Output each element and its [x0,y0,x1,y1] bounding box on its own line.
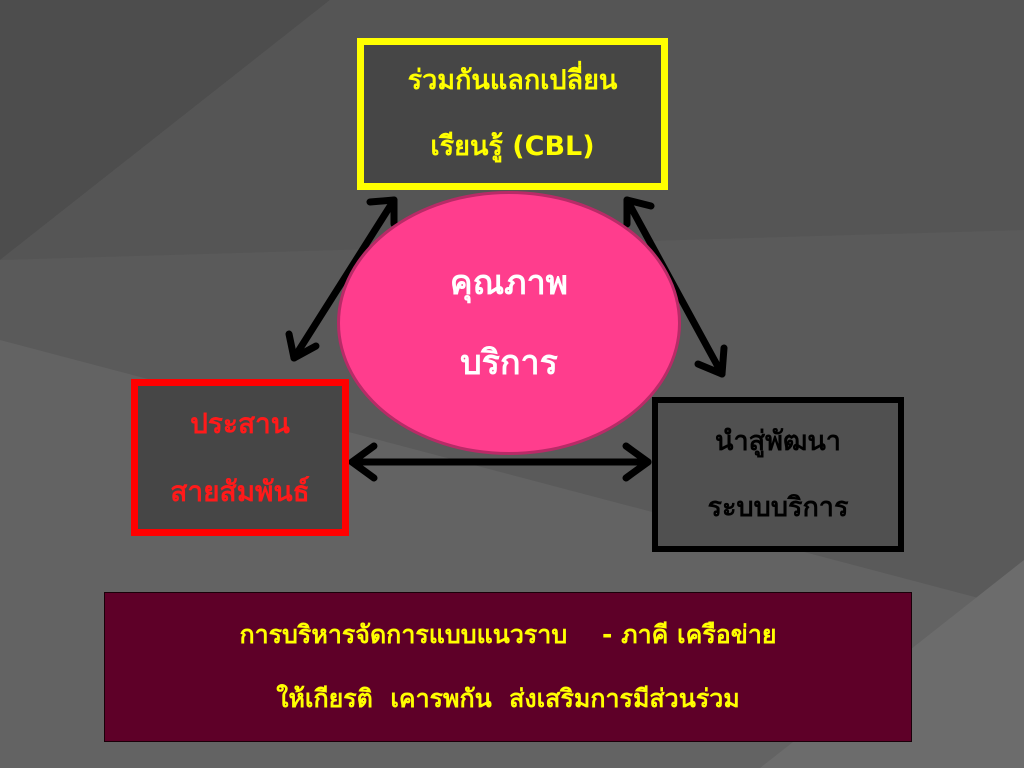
cbl-box: ร่วมกันแลกเปลี่ยน เรียนรู้ (CBL) [357,38,668,190]
service-development-box: นำสู่พัฒนา ระบบบริการ [652,397,904,552]
service-quality-line1: คุณภาพ [449,263,569,303]
relationship-box: ประสาน สายสัมพันธ์ [131,379,349,536]
service-quality-line2: บริการ [460,343,558,383]
relationship-box-line1: ประสาน [190,406,290,440]
service-quality-ellipse: คุณภาพ บริการ [337,191,681,455]
cbl-box-line2: เรียนรู้ (CBL) [430,131,595,162]
management-panel-line1: การบริหารจัดการแบบแนวราบ - ภาคี เครือข่า… [239,620,777,649]
management-panel-line2: ให้เกียรติ เคารพกัน ส่งเสริมการมีส่วนร่ว… [276,684,740,713]
management-panel: การบริหารจัดการแบบแนวราบ - ภาคี เครือข่า… [104,592,912,742]
relationship-box-line2: สายสัมพันธ์ [170,474,310,508]
service-development-box-line2: ระบบบริการ [707,491,849,523]
cbl-box-line1: ร่วมกันแลกเปลี่ยน [407,65,618,96]
service-development-box-line1: นำสู่พัฒนา [715,425,841,457]
